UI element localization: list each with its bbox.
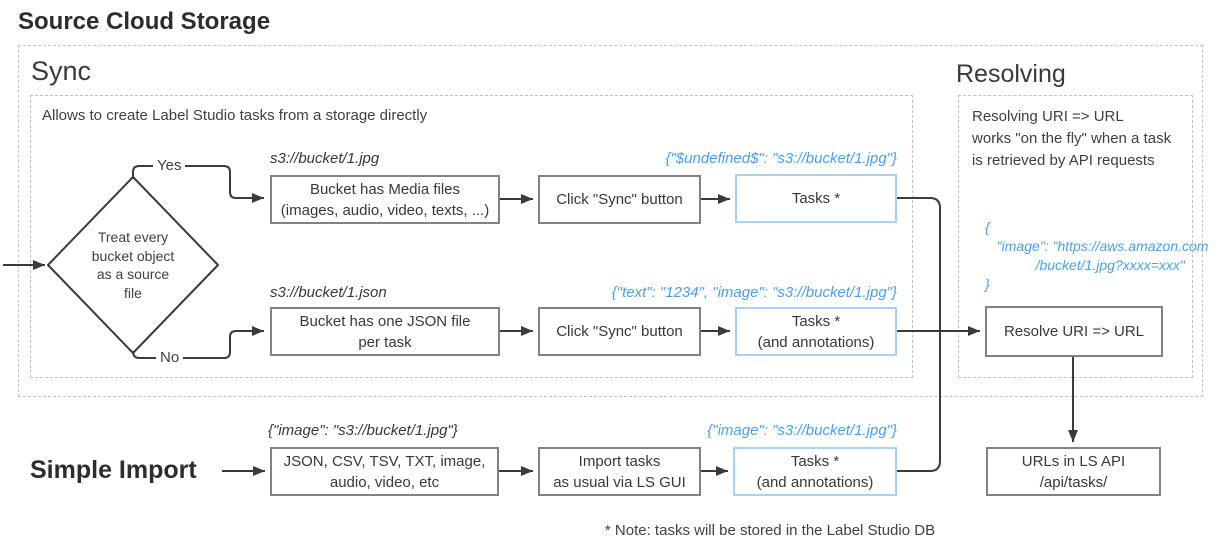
simple-import-heading: Simple Import — [30, 456, 197, 484]
json-preview-row3: {"image": "s3://bucket/1.jpg"} — [707, 422, 897, 439]
tasks-box-3: Tasks * (and annotations) — [733, 447, 897, 496]
resolving-json-preview: { "image": "https://aws.amazon.com /buck… — [985, 219, 1209, 292]
bucket-media-files-box: Bucket has Media files (images, audio, v… — [270, 175, 500, 224]
resolving-inner-container — [958, 95, 1193, 378]
source-path-label-json: s3://bucket/1.json — [270, 284, 387, 301]
source-path-label-jpg: s3://bucket/1.jpg — [270, 150, 380, 167]
sync-description: Allows to create Label Studio tasks from… — [42, 107, 428, 124]
sync-heading: Sync — [31, 56, 92, 86]
simple-import-source-label: {"image": "s3://bucket/1.jpg"} — [268, 422, 458, 439]
outer-container — [18, 45, 1203, 397]
resolve-uri-box: Resolve URI => URL — [985, 306, 1163, 357]
no-label: No — [156, 349, 184, 366]
import-formats-box: JSON, CSV, TSV, TXT, image, audio, video… — [270, 447, 499, 496]
footnote: * Note: tasks will be stored in the Labe… — [604, 522, 936, 539]
urls-in-ls-api-box: URLs in LS API /api/tasks/ — [986, 447, 1161, 496]
diagram-title: Source Cloud Storage — [18, 8, 271, 35]
tasks-box-2: Tasks * (and annotations) — [735, 307, 897, 356]
yes-label: Yes — [153, 157, 186, 174]
click-sync-button-box-2: Click "Sync" button — [538, 307, 701, 356]
resolving-description: Resolving URI => URL works "on the fly" … — [972, 108, 1172, 169]
decision-diamond-label: Treat every bucket object as a source fi… — [91, 229, 175, 301]
import-gui-box: Import tasks as usual via LS GUI — [538, 447, 701, 496]
json-preview-row1: {"$undefined$": "s3://bucket/1.jpg"} — [665, 150, 897, 167]
tasks-box-1: Tasks * — [735, 174, 897, 223]
json-preview-row2: {"text": "1234", "image": "s3://bucket/1… — [611, 284, 897, 301]
click-sync-button-box-1: Click "Sync" button — [538, 175, 701, 224]
bucket-json-file-box: Bucket has one JSON file per task — [270, 307, 500, 356]
resolving-heading: Resolving — [956, 60, 1066, 88]
